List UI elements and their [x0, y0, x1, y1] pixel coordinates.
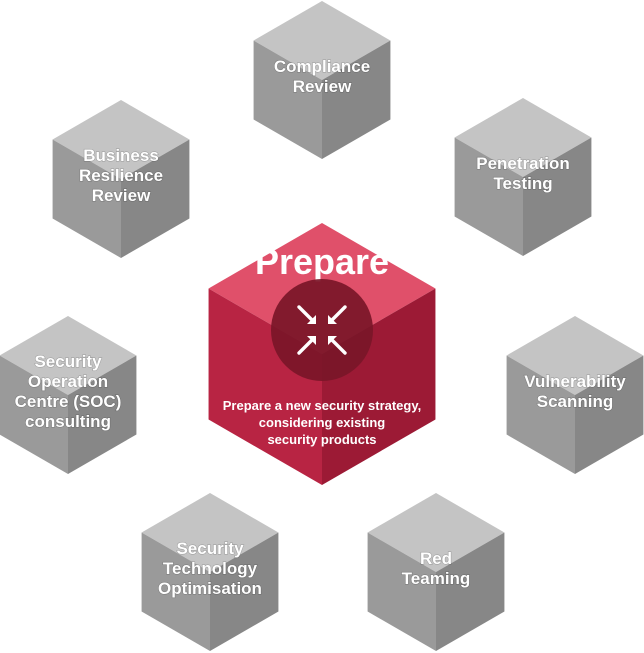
hexagon-soc-consulting-label-line: Security: [34, 352, 102, 371]
hexagon-penetration-testing-label-line: Testing: [493, 174, 552, 193]
hexagon-soc-consulting-label-line: consulting: [25, 412, 111, 431]
compress-arrows-icon: [271, 279, 373, 381]
hexagon-compliance-review-left-face: [253, 40, 322, 159]
hexagon-business-resilience-review-top-face: [52, 100, 190, 179]
center-description-line: Prepare a new security strategy,: [223, 398, 421, 413]
center-title: Prepare: [255, 241, 389, 282]
hexagon-security-technology-optimisation-label-line: Technology: [163, 559, 258, 578]
hexagon-business-resilience-review-label-line: Business: [83, 146, 159, 165]
hexagon-soc-consulting-left-face: [0, 355, 68, 474]
hexagon-compliance-review-label-line: Review: [293, 77, 352, 96]
hexagon-security-technology-optimisation-right-face: [210, 532, 279, 651]
hexagon-vulnerability-scanning-left-face: [506, 355, 575, 474]
hexagon-business-resilience-review-left-face: [52, 139, 121, 258]
hexagon-penetration-testing-label-line: Penetration: [476, 154, 570, 173]
center-description-line: considering existing: [259, 415, 385, 430]
hexagon-business-resilience-review-label-line: Review: [92, 186, 151, 205]
hexagon-security-technology-optimisation-left-face: [141, 532, 210, 651]
hexagon-red-teaming-left-face: [367, 532, 436, 651]
hexagon-vulnerability-scanning-label-line: Vulnerability: [524, 372, 626, 391]
hexagon-vulnerability-scanning-right-face: [575, 355, 644, 474]
hexagon-vulnerability-scanning-label-line: Scanning: [537, 392, 614, 411]
hexagon-business-resilience-review-label-line: Resilience: [79, 166, 163, 185]
hexagon-compliance-review-right-face: [322, 40, 391, 159]
hexagon-compliance-review-label-line: Compliance: [274, 57, 370, 76]
hexagon-security-technology-optimisation-label-line: Optimisation: [158, 579, 262, 598]
hexagon-security-technology-optimisation-label-line: Security: [176, 539, 244, 558]
hexagon-red-teaming-label-line: Teaming: [402, 569, 471, 588]
hexagon-soc-consulting-top-face: [0, 316, 137, 395]
center-description-line: security products: [267, 432, 376, 447]
hexagon-soc-consulting-right-face: [68, 355, 137, 474]
hexagon-soc-consulting-label-line: Centre (SOC): [15, 392, 122, 411]
hexagon-red-teaming-right-face: [436, 532, 505, 651]
hexagon-soc-consulting-label-line: Operation: [28, 372, 108, 391]
hexagon-business-resilience-review-right-face: [121, 139, 190, 258]
hexagon-penetration-testing-right-face: [523, 137, 592, 256]
hexagon-red-teaming-label-line: Red: [420, 549, 452, 568]
hexagon-penetration-testing-left-face: [454, 137, 523, 256]
